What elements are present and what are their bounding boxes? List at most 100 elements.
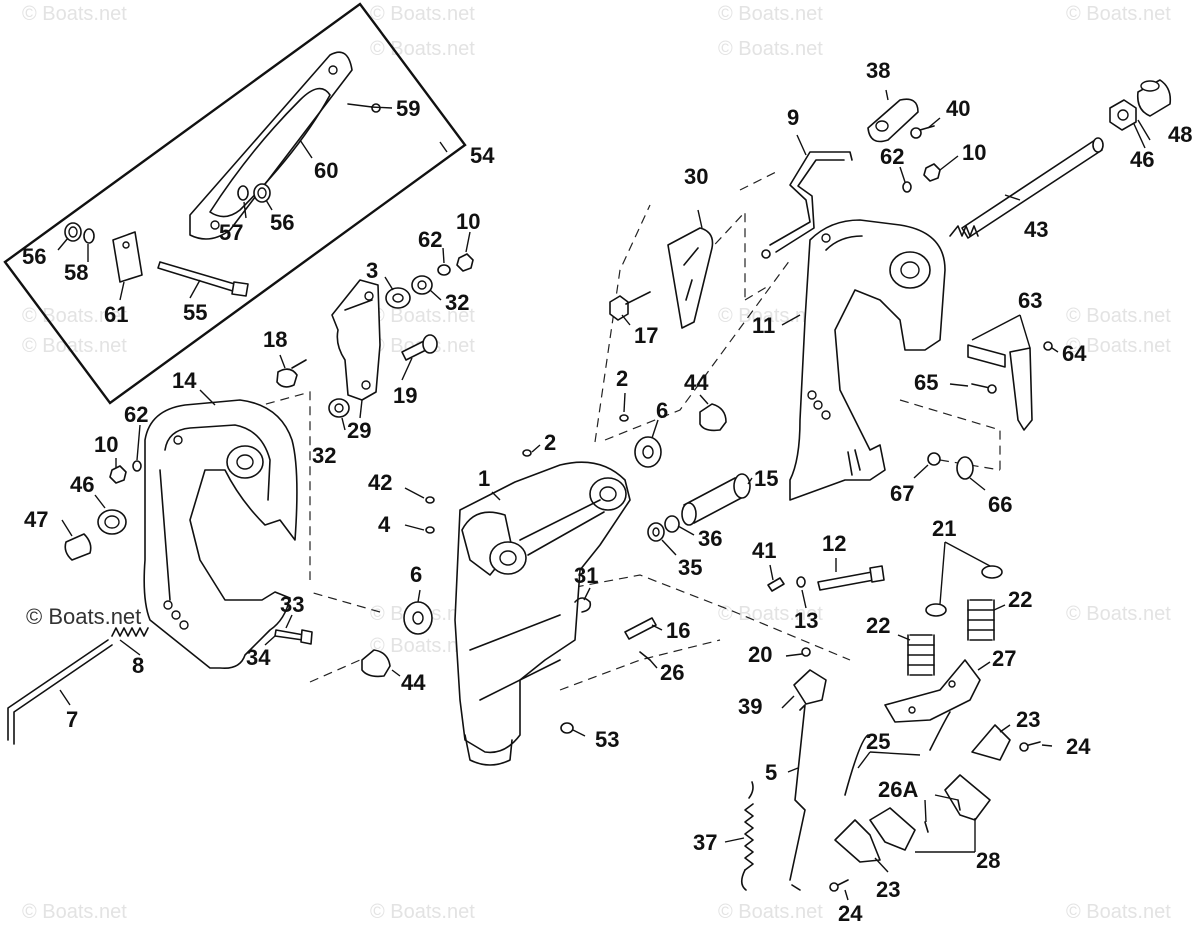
part-18-pin [276,359,307,388]
callout-24: 24 [1066,734,1091,759]
callout-43: 43 [1024,217,1048,242]
callout-39: 39 [738,694,762,719]
watermark: © Boats.net [718,38,823,60]
watermark: © Boats.net [22,3,127,25]
callout-55: 55 [183,300,207,325]
callout-2: 2 [616,366,628,391]
part-25-spring [844,711,951,796]
callout-9: 9 [787,105,799,130]
part-67-screw [927,452,941,466]
part-16-pin [624,617,657,640]
part-13-ring [796,576,806,588]
part-43-shaft [949,137,1104,239]
watermark: © Boats.net [1066,3,1171,25]
callout-54: 54 [470,143,495,168]
part-35-washer [647,522,665,542]
callout-8: 8 [132,653,144,678]
callout-18: 18 [263,327,287,352]
part-46-nut-right [1109,99,1137,131]
callout-32: 32 [445,290,469,315]
part-59-screw [347,103,381,113]
part-60-plate [189,51,353,240]
watermark: © Boats.net [718,901,823,923]
callout-1: 1 [478,466,490,491]
callout-65: 65 [914,370,938,395]
part-36-bushing [664,515,680,533]
callout-64: 64 [1062,341,1087,366]
part-17-bolt [609,291,651,321]
part-20-screw [801,647,811,657]
part-31-clip [574,597,592,613]
callout-28: 28 [976,848,1000,873]
callout-58: 58 [64,260,88,285]
part-10-nut-right [923,163,941,182]
part-66-washer [956,456,974,480]
part-44-bushing-lower [361,649,391,678]
callout-10: 10 [962,140,986,165]
part-42-fitting [425,496,435,504]
part-11-clamp-bracket [789,219,946,501]
callout-23: 23 [1016,707,1040,732]
callout-57: 57 [219,220,243,245]
part-15-tube [681,473,751,526]
callout-14: 14 [172,368,197,393]
callout-10: 10 [456,209,480,234]
part-55-bolt [157,261,249,297]
callout-60: 60 [314,158,338,183]
part-2-plug [522,449,532,457]
callout-41: 41 [752,538,776,563]
callout-25: 25 [866,729,890,754]
callout-36: 36 [698,526,722,551]
callout-3: 3 [366,258,378,283]
part-23-pawl-upper [971,724,1011,761]
callout-34: 34 [246,645,271,670]
callout-56: 56 [22,244,46,269]
callout-16: 16 [666,618,690,643]
part-23-pawl-lower [834,819,881,863]
callout-22: 22 [866,613,890,638]
callout-31: 31 [574,563,598,588]
part-28-lever-lower [869,807,916,851]
callout-17: 17 [634,323,658,348]
part-1-swivel-bracket [454,461,631,766]
part-24-screw-upper [1019,741,1041,752]
callout-24: 24 [838,901,863,926]
part-8-spring [111,627,149,637]
part-32-washer-lower [328,398,350,418]
part-48-cap-right [1136,79,1172,117]
callout-2: 2 [544,430,556,455]
part-53-washer [560,722,574,734]
callout-63: 63 [1018,288,1042,313]
part-26-pin [639,651,651,661]
callout-29: 29 [347,418,371,443]
callout-6: 6 [410,562,422,587]
part-6-washer-lower [403,601,433,635]
part-30-link [667,227,714,329]
callout-67: 67 [890,481,914,506]
callout-5: 5 [765,760,777,785]
callout-42: 42 [368,470,392,495]
watermark: © Boats.net [22,901,127,923]
callout-7: 7 [66,707,78,732]
callout-46: 46 [70,472,94,497]
part-27-plate [884,659,981,723]
callout-40: 40 [946,96,970,121]
callout-56: 56 [270,210,294,235]
watermark: © Boats.net [1066,305,1171,327]
callout-13: 13 [794,608,818,633]
callout-26: 26 [660,660,684,685]
watermark: © Boats.net [718,305,823,327]
part-33-bolt [274,629,313,645]
part-64-clip [1043,341,1053,351]
callout-22: 22 [1008,587,1032,612]
leader-lines [57,89,1151,901]
watermark: © Boats.net [370,901,475,923]
part-7-rod [7,639,113,745]
callout-33: 33 [280,592,304,617]
part-2-plug-upper [619,414,629,422]
part-10-nut-left [109,465,127,484]
part-4-fitting [425,526,435,534]
callout-66: 66 [988,492,1012,517]
part-40-screw [910,125,935,139]
